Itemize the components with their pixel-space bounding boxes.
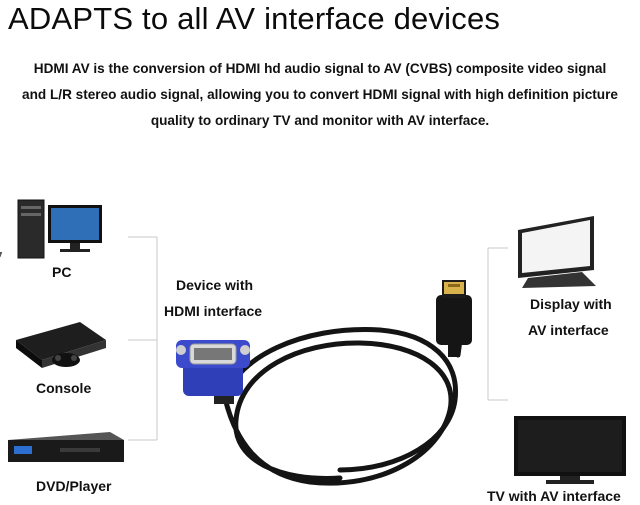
page-title: ADAPTS to all AV interface devices — [8, 1, 501, 36]
cable — [222, 297, 463, 486]
right-bracket — [487, 247, 508, 401]
pc-icon — [0, 199, 102, 259]
dvd-player-label: DVD/Player — [36, 478, 112, 494]
console-label: Console — [36, 380, 92, 396]
device-hdmi-label-line1: Device with — [176, 277, 254, 293]
pc-label: PC — [52, 264, 72, 280]
device-hdmi-label-line2: HDMI interface — [164, 303, 263, 319]
display-monitor-icon — [518, 216, 596, 288]
display-label-line1: Display with — [530, 296, 612, 312]
console-icon — [16, 322, 106, 368]
hdmi-connector-icon — [436, 280, 472, 357]
left-bracket — [128, 236, 158, 441]
dvd-player-icon — [8, 432, 124, 462]
description-text: HDMI AV is the conversion of HDMI hd aud… — [22, 61, 618, 128]
tv-label: TV with AV interface — [487, 488, 621, 504]
tv-icon — [514, 416, 626, 484]
vga-connector-icon — [176, 340, 250, 404]
display-label-line2: AV interface — [528, 322, 609, 338]
